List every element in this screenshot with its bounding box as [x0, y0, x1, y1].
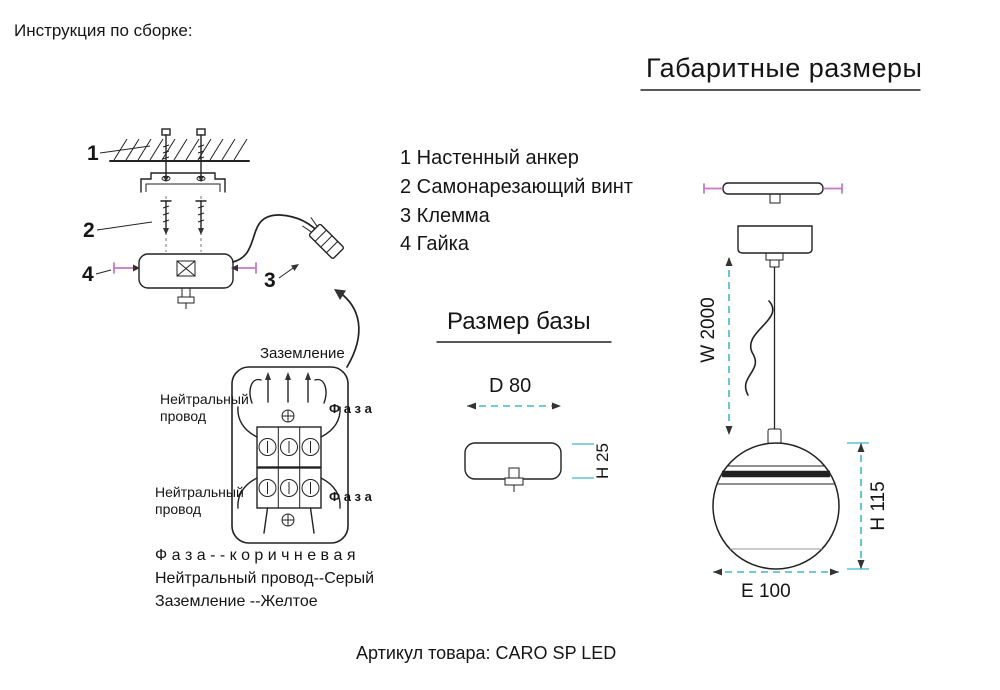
terminal-connector: [302, 217, 344, 259]
pendant-fixture-drawing: W 2000 H 115 E 100: [698, 182, 889, 602]
ground-wires: [249, 372, 327, 404]
callout-3-leader: [278, 264, 299, 279]
phase-label-bottom: Ф а з а: [329, 489, 373, 504]
ceiling-base-plate: [138, 253, 234, 309]
wire-length-label: W 2000: [698, 297, 719, 362]
header: Инструкция по сборке: Габаритные размеры: [14, 21, 922, 91]
callout-2: 2: [83, 219, 95, 242]
base-diameter-label: D 80: [489, 375, 531, 397]
ceiling-hatch: [109, 138, 250, 162]
screw-left: [160, 200, 172, 235]
callout-1-leader: [99, 145, 151, 154]
legend-ground: Заземление --Желтое: [155, 593, 318, 610]
parts-list-item-4: 4 Гайка: [400, 233, 470, 255]
ball-band: [717, 465, 835, 550]
side-screw-left: [113, 262, 140, 274]
canopy-nut: [765, 252, 784, 268]
ball-height-dimension: H 115: [847, 442, 889, 570]
plate-screw-right: [823, 183, 843, 194]
canopy-cup: [737, 225, 813, 254]
ball-height-label: H 115: [868, 481, 889, 530]
base-size-title: Размер базы: [447, 308, 591, 335]
ball-width-dimension: E 100: [713, 568, 839, 602]
ceiling-plate: [722, 182, 824, 195]
base-height-label: H 25: [593, 443, 612, 479]
parts-list: 1 Настенный анкер 2 Самонарезающий винт …: [400, 147, 633, 255]
wall-anchor-right: [196, 128, 206, 182]
callout-4: 4: [82, 263, 94, 286]
ceiling-assembly-drawing: 1 2 4 3: [82, 128, 360, 368]
base-diameter-dimension: [467, 402, 561, 410]
parts-list-item-2: 2 Самонарезающий винт: [400, 176, 633, 198]
terminal-block: [256, 426, 322, 509]
supply-cable: [232, 214, 323, 263]
neutral-wire-label-bottom-2: провод: [155, 501, 201, 517]
callout-1: 1: [87, 142, 99, 165]
wall-anchor-left: [161, 128, 171, 182]
dimensions-title: Габаритные размеры: [646, 53, 922, 83]
instruction-title: Инструкция по сборке:: [14, 21, 193, 40]
phase-label-top: Ф а з а: [329, 401, 373, 416]
neutral-wire-label-top-1: Нейтральный: [160, 391, 249, 407]
neutral-wire-label-bottom-1: Нейтральный: [155, 484, 244, 500]
ball-shade: [712, 442, 840, 570]
callout-2-leader: [96, 221, 153, 231]
wire-color-legend: Ф а з а - - к о р и ч н е в а я Нейтраль…: [155, 547, 374, 610]
base-height-dimension: H 25: [572, 443, 612, 479]
article-number: Артикул товара: CARO SP LED: [356, 643, 616, 663]
plate-screw-left: [703, 183, 723, 194]
base-size-drawing: Размер базы D 80 H 25: [436, 308, 612, 492]
screw-right: [195, 200, 207, 235]
detail-arrow: [334, 289, 360, 368]
terminal-wiring-detail: Заземление: [155, 345, 374, 610]
neutral-wire-label-top-2: провод: [160, 408, 206, 424]
detail-box: [231, 366, 349, 544]
parts-list-item-3: 3 Клемма: [400, 205, 491, 227]
ball-top-fitting: [767, 428, 782, 445]
mounting-bracket: [140, 172, 226, 193]
callout-4-leader: [95, 269, 112, 275]
wire-length-dimension: W 2000: [698, 257, 733, 435]
base-outline: [464, 442, 562, 492]
screw-symbol-top: [281, 409, 295, 423]
legend-phase: Ф а з а - - к о р и ч н е в а я: [155, 547, 356, 564]
legend-neutral: Нейтральный провод--Серый: [155, 570, 374, 587]
parts-list-item-1: 1 Настенный анкер: [400, 147, 579, 169]
ground-label: Заземление: [260, 345, 345, 362]
ball-width-label: E 100: [741, 581, 791, 602]
screw-symbol-bottom: [281, 513, 295, 527]
plate-center-bolt: [769, 193, 781, 204]
side-screw-right: [231, 262, 257, 274]
wire-length-break-symbol: [744, 300, 774, 396]
terminal-side-wires: [237, 406, 341, 534]
callout-3: 3: [264, 269, 276, 292]
